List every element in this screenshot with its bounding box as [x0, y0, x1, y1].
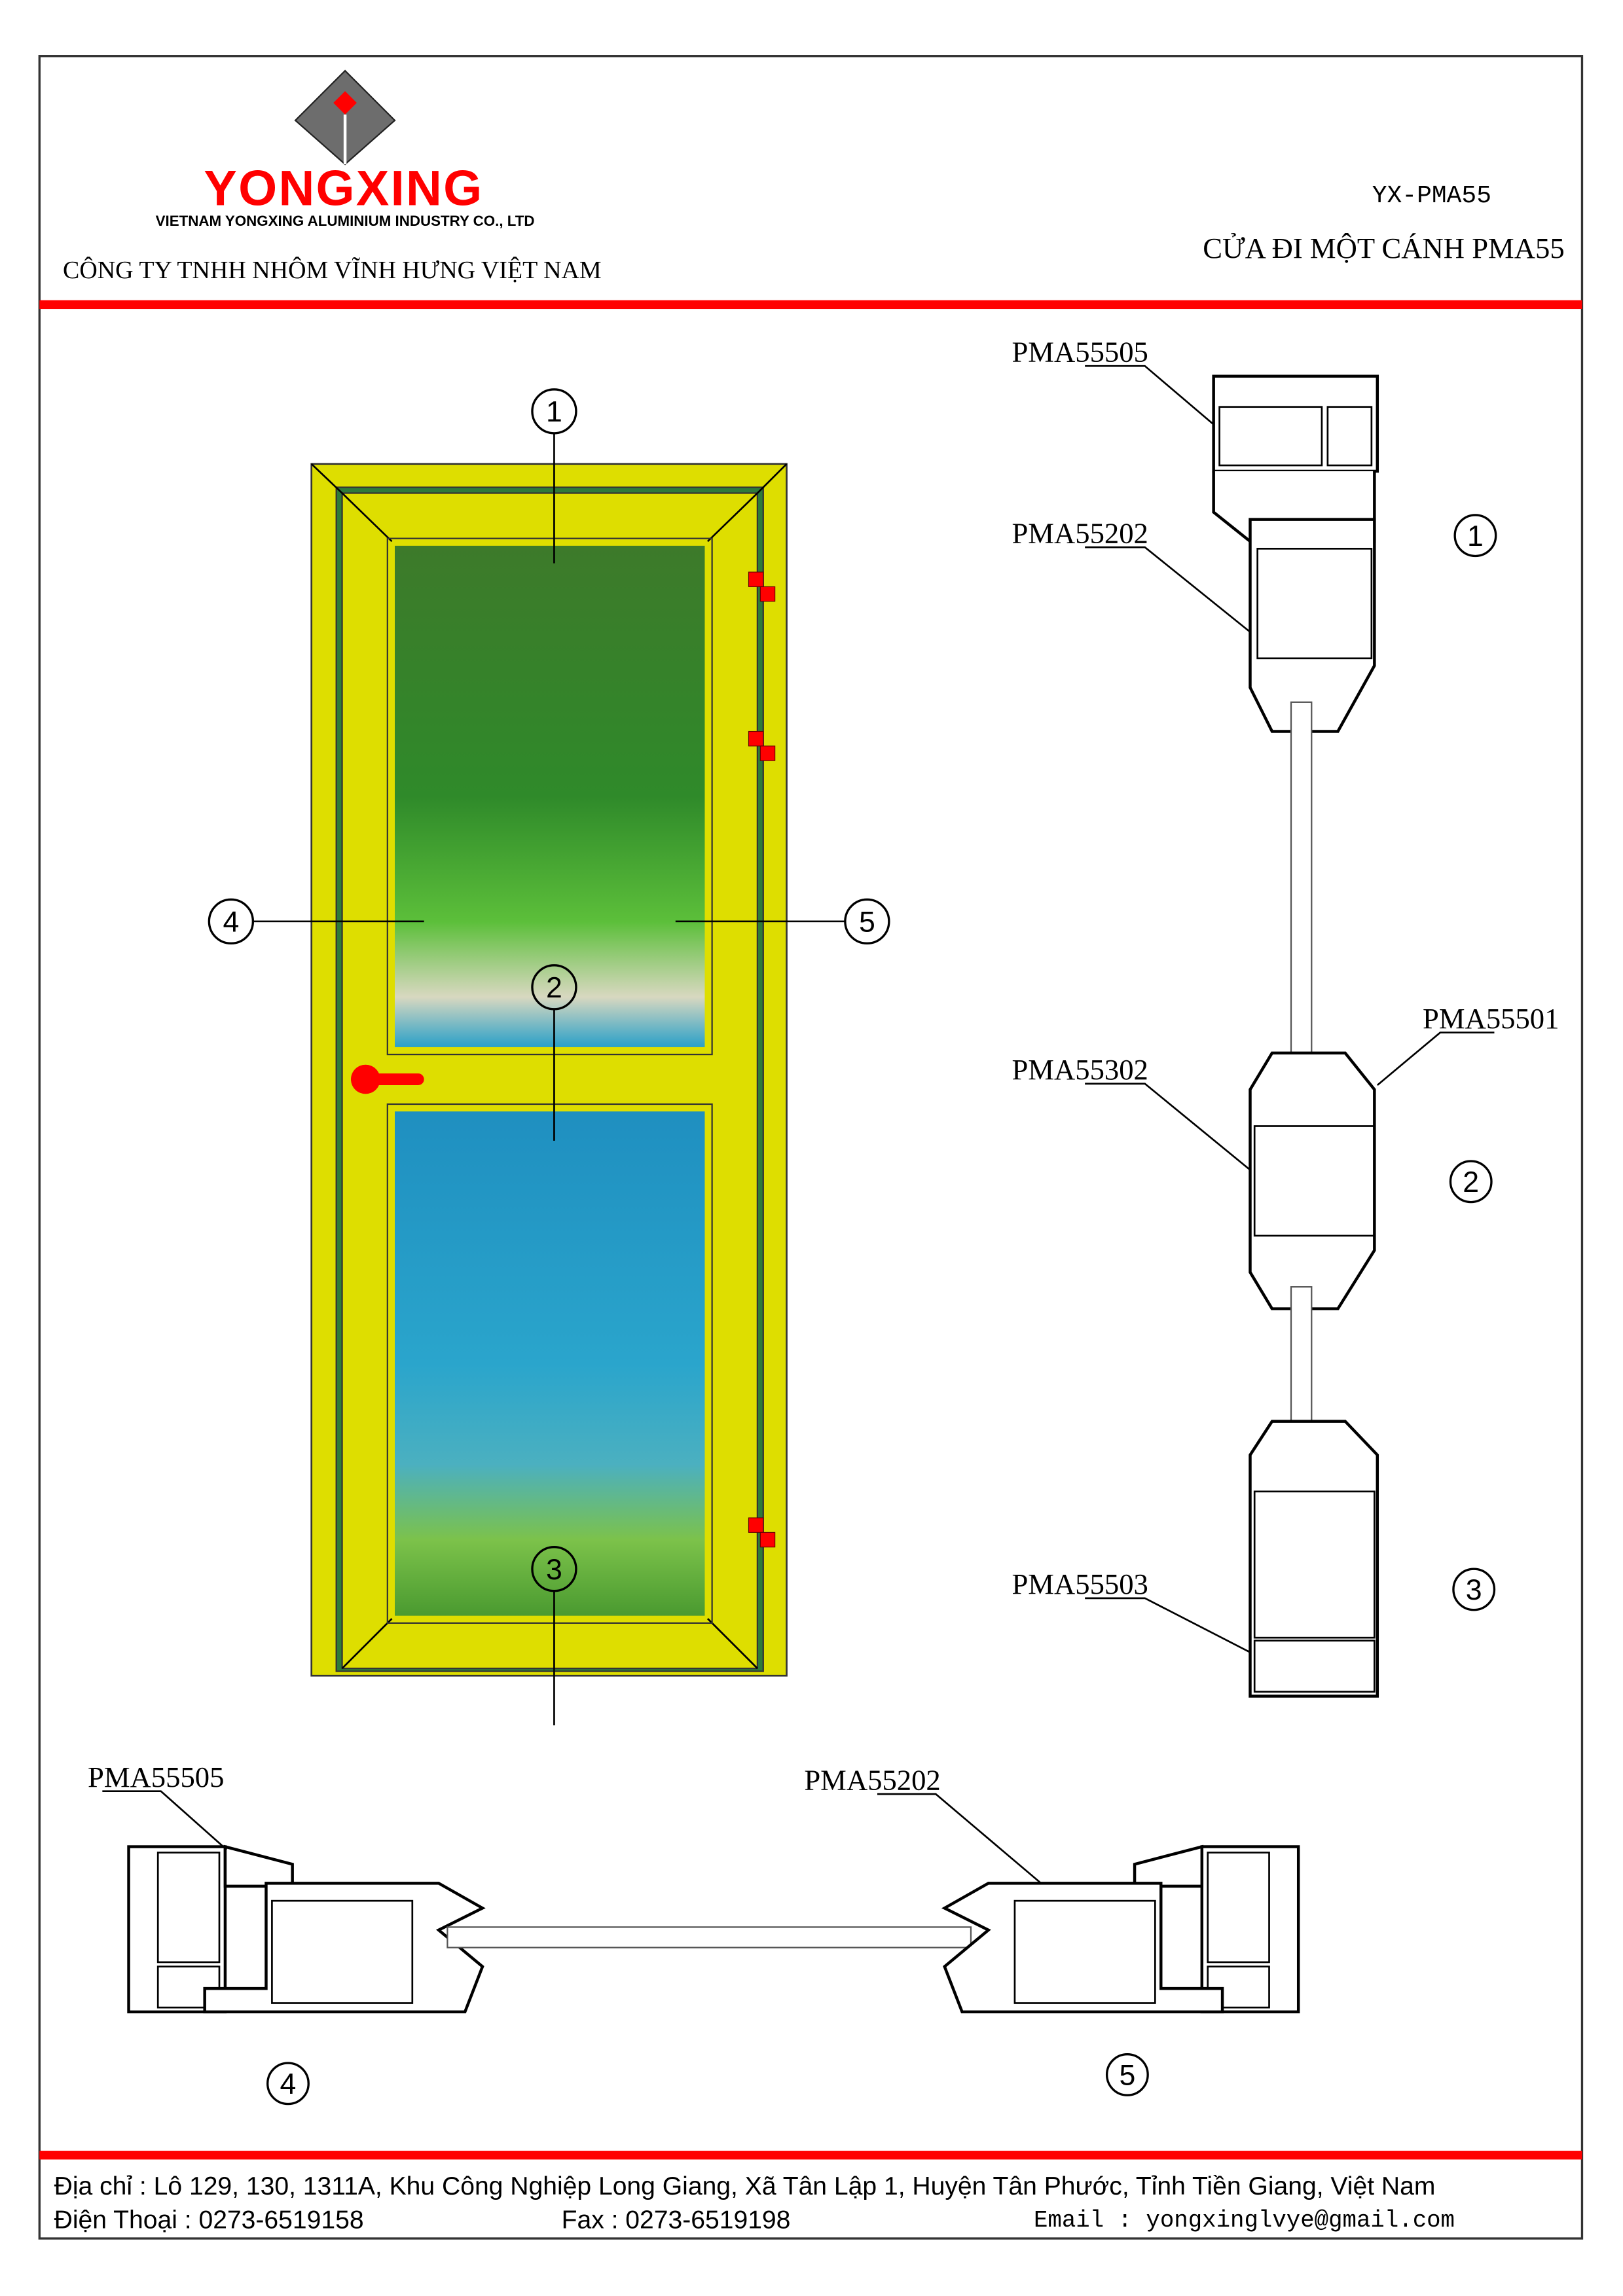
logo-subtitle: VIETNAM YONGXING ALUMINIUM INDUSTRY CO.,…	[156, 213, 535, 229]
hinge-icon	[748, 571, 776, 1548]
label-bottom-rail: PMA55503	[1012, 1568, 1148, 1600]
header-divider	[39, 300, 1582, 310]
section-label-5: 5	[1119, 2060, 1135, 2092]
top-glass	[386, 537, 713, 1056]
section-label-3: 3	[1466, 1574, 1482, 1606]
sheet-border	[38, 55, 1584, 2240]
vertical-section-labels: PMA55505 PMA55202 PMA55501 PMA55302 PMA5…	[1012, 335, 1559, 1653]
callout-5: 5	[859, 906, 875, 938]
bottom-glass	[386, 1103, 713, 1624]
section-label-2: 2	[1463, 1166, 1479, 1198]
label-left-frame: PMA55505	[88, 1761, 224, 1793]
door-elevation	[253, 433, 845, 1726]
vertical-section	[1212, 374, 1379, 1698]
footer-address: Địa chỉ : Lô 129, 130, 1311A, Khu Công N…	[54, 2172, 1436, 2200]
callout-4: 4	[223, 906, 239, 938]
company-name: CÔNG TY TNHH NHÔM VĨNH HƯNG VIỆT NAM	[63, 257, 602, 284]
door-handle	[351, 1064, 424, 1094]
footer-phone: Điện Thoại : 0273-6519158	[54, 2206, 364, 2234]
footer-email: Email : yongxinglvye@gmail.com	[1034, 2207, 1455, 2234]
callout-3: 3	[546, 1554, 562, 1586]
drawing-code: YX-PMA55	[1372, 182, 1491, 210]
label-middle-rail: PMA55302	[1012, 1053, 1148, 1086]
label-top-frame: PMA55505	[1012, 335, 1148, 368]
section-callouts: 1 2 3 4 5	[208, 388, 890, 1592]
callout-2: 2	[546, 972, 562, 1004]
section-label-4: 4	[280, 2068, 297, 2100]
logo: YONGXING VIETNAM YONGXING ALUMINIUM INDU…	[156, 69, 535, 229]
footer-fax: Fax : 0273-6519198	[562, 2206, 791, 2234]
logo-text: YONGXING	[204, 160, 483, 216]
drawing-title: CỬA ĐI MỘT CÁNH PMA55	[1203, 232, 1564, 264]
horizontal-section-labels: PMA55505 PMA55202 4 5	[88, 1761, 1149, 2106]
section-label-1: 1	[1467, 520, 1484, 552]
label-top-sash: PMA55202	[1012, 516, 1148, 549]
callout-1: 1	[546, 396, 562, 428]
footer-divider	[39, 2151, 1582, 2160]
horizontal-section	[127, 1844, 1300, 2014]
label-right-sash: PMA55202	[804, 1763, 940, 1796]
label-glazing-bead: PMA55501	[1423, 1002, 1559, 1035]
